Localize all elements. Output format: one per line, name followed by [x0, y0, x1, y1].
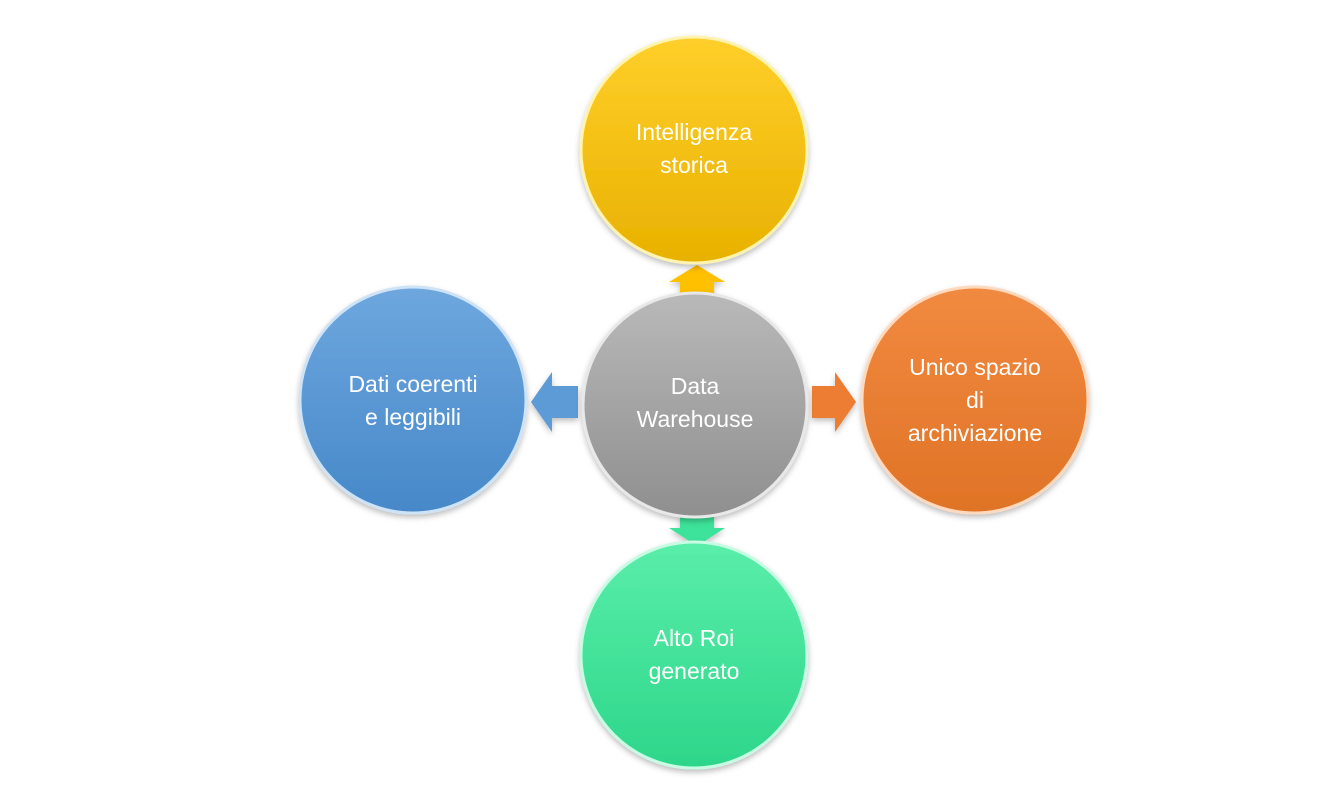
arrow-up-icon — [669, 265, 725, 298]
node-label-line: storica — [660, 152, 728, 178]
arrow-down-icon — [669, 514, 725, 546]
node-circle — [579, 540, 809, 770]
center-data-warehouse: Data Warehouse — [581, 291, 809, 519]
node-circle — [298, 285, 528, 515]
node-label-line: Dati coerenti — [348, 371, 477, 397]
arrow-left-icon — [531, 372, 578, 432]
node-circle — [860, 285, 1090, 515]
node-dati-coerenti: Dati coerenti e leggibili — [298, 285, 528, 515]
node-label-line: Intelligenza — [636, 119, 753, 145]
node-label-line: Unico spazio — [909, 354, 1041, 380]
node-circle — [579, 35, 809, 265]
arrow-right-icon — [812, 372, 856, 432]
node-label-line: e leggibili — [365, 404, 461, 430]
node-label-line: Alto Roi — [654, 625, 735, 651]
center-label-line: Data — [671, 373, 720, 399]
node-label-line: di — [966, 387, 984, 413]
node-alto-roi: Alto Roi generato — [579, 540, 809, 770]
node-label-line: archiviazione — [908, 420, 1042, 446]
node-unico-spazio: Unico spazio di archiviazione — [860, 285, 1090, 515]
center-circle — [581, 291, 809, 519]
center-label-line: Warehouse — [637, 406, 754, 432]
node-intelligenza-storica: Intelligenza storica — [579, 35, 809, 265]
node-label-line: generato — [649, 658, 740, 684]
